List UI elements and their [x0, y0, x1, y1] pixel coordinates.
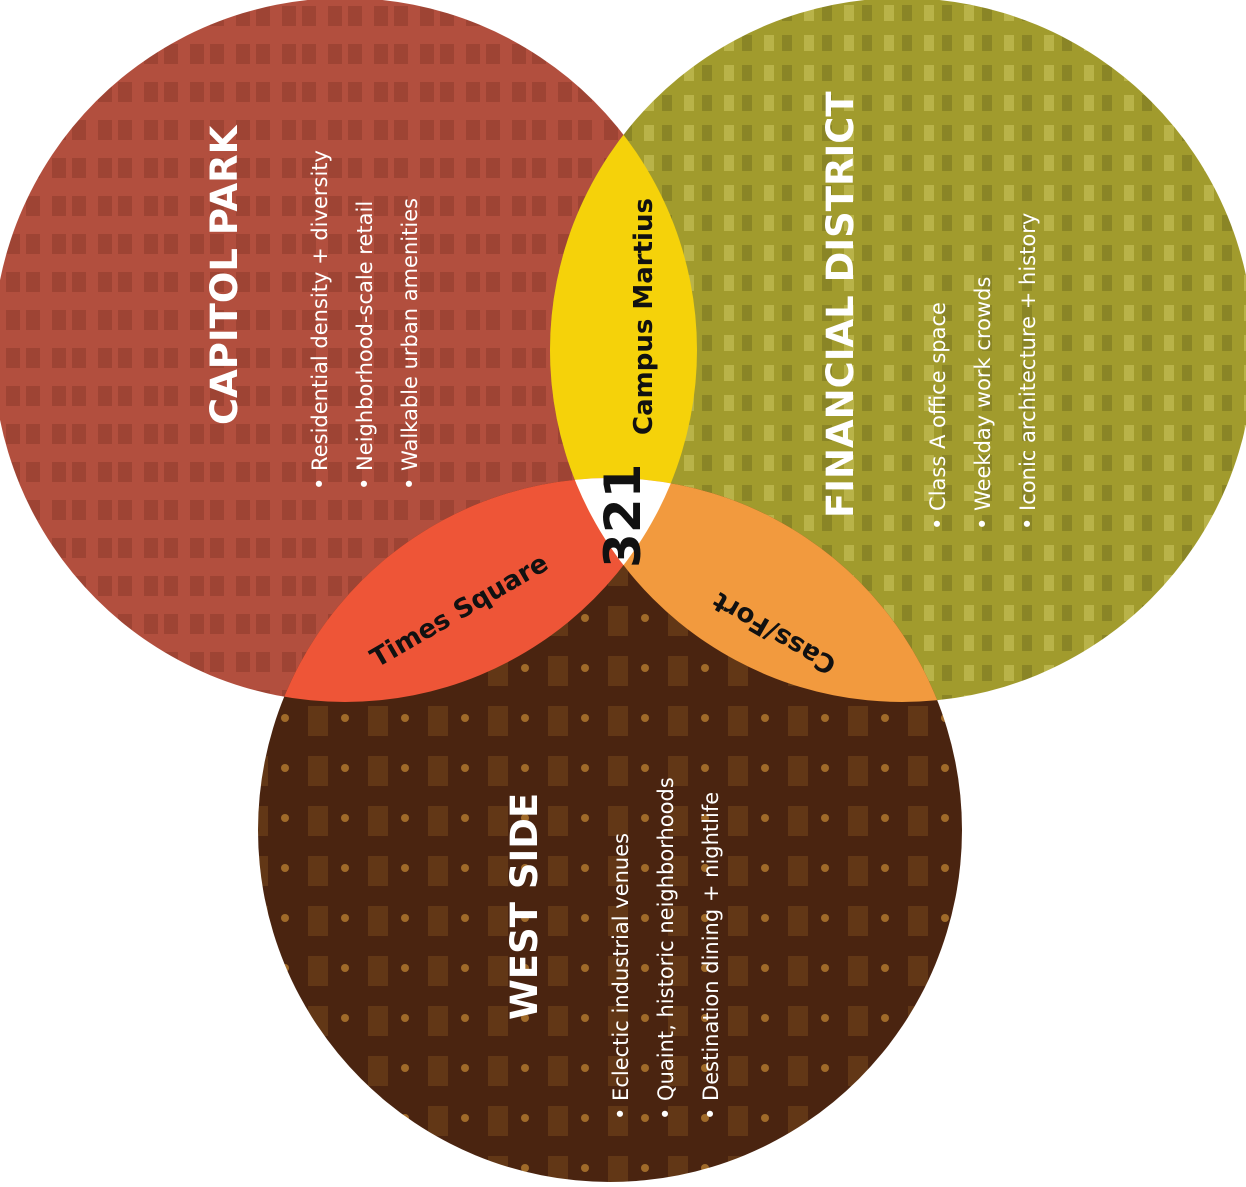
- capitol-park-bullet-1: • Residential density + diversity: [308, 150, 332, 490]
- times-square-lens: [258, 478, 697, 702]
- west-side-bullet-3: • Destination dining + nightlife: [699, 792, 723, 1120]
- campus-martius-label: Campus Martius: [629, 198, 659, 435]
- financial-district-bullet-3: • Iconic architecture + history: [1016, 213, 1040, 530]
- west-side-bullet-1: • Eclectic industrial venues: [609, 833, 633, 1120]
- financial-district-bullet-2: • Weekday work crowds: [971, 277, 995, 530]
- capitol-park-title: CAPITOL PARK: [203, 124, 246, 425]
- financial-district-bullet-1: • Class A office space: [926, 302, 950, 530]
- capitol-park-bullet-3: • Walkable urban amenities: [398, 198, 422, 490]
- financial-district-title: FINANCIAL DISTRICT: [819, 91, 862, 518]
- west-side-title: WEST SIDE: [503, 793, 546, 1020]
- center-number: 321: [594, 464, 652, 568]
- cass-fort-lens: [550, 478, 962, 702]
- west-side-bullet-2: • Quaint, historic neighborhoods: [654, 777, 678, 1120]
- capitol-park-bullet-2: • Neighborhood-scale retail: [353, 201, 377, 490]
